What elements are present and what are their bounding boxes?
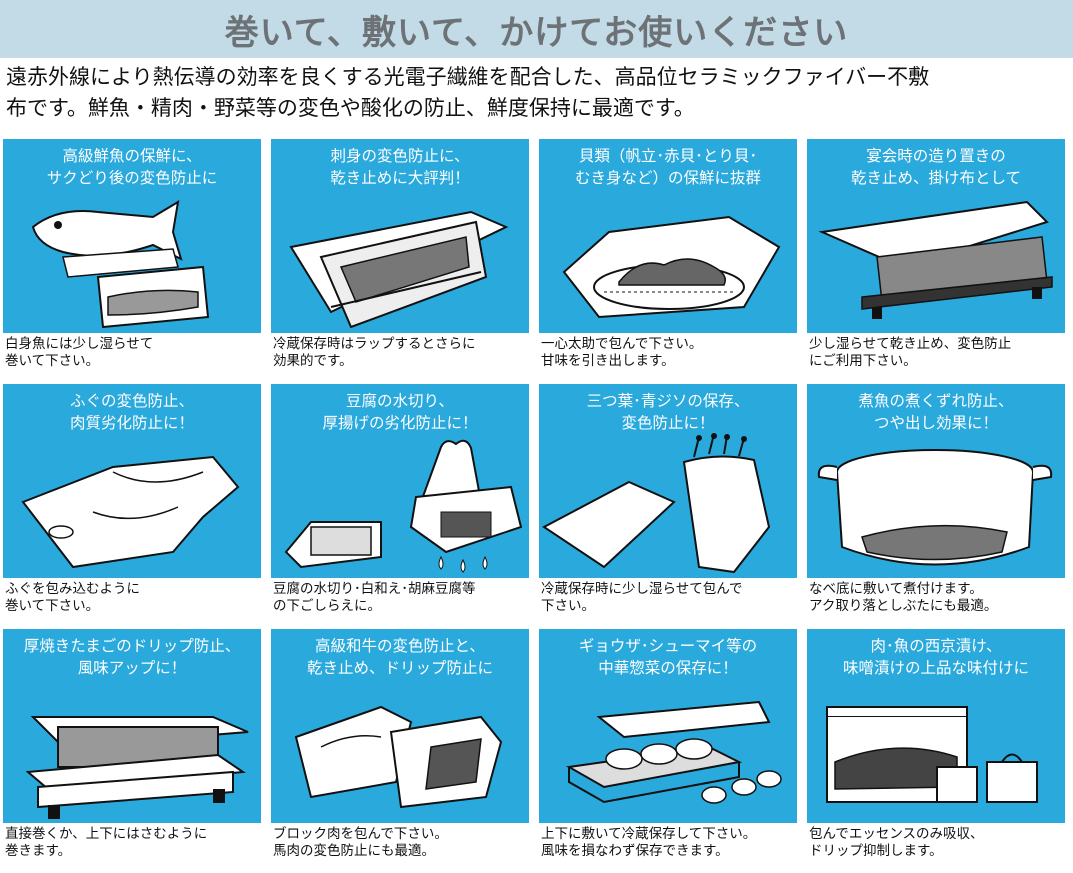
usage-panel: 高級和牛の変色防止と、 乾き止め、ドリップ防止に	[271, 629, 529, 823]
page-header: 巻いて、敷いて、かけてお使いください	[0, 0, 1073, 58]
panel-title: 宴会時の造り置きの 乾き止め、掛け布として	[850, 147, 1022, 187]
panel-title: 刺身の変色防止に、 乾き止めに大評判！	[330, 147, 470, 187]
page-title: 巻いて、敷いて、かけてお使いください	[224, 12, 849, 53]
usage-panel: 厚焼きたまごのドリップ防止、 風味アップに！	[3, 629, 261, 823]
panel-title: 高級鮮魚の保鮮に、 サクどり後の変色防止に	[46, 147, 218, 187]
card-caption: 白身魚には少し湿らせて 巻いて下さい。	[5, 336, 154, 369]
usage-panel: 宴会時の造り置きの 乾き止め、掛け布として	[807, 139, 1065, 333]
panel-title: ふぐの変色防止、 肉質劣化防止に！	[69, 392, 194, 432]
card-caption: 豆腐の水切り･白和え･胡麻豆腐等 の下ごしらえに。	[273, 581, 476, 614]
herbs-wrap-icon	[542, 433, 771, 574]
panel-title: 肉･魚の西京漬け、 味噌漬けの上品な味付けに	[842, 637, 1029, 677]
usage-grid: 高級鮮魚の保鮮に、 サクどり後の変色防止に 白身魚には少し湿らせて 巻いて下さい…	[0, 139, 1073, 873]
card-caption: 直接巻くか、上下にはさむように 巻きます。	[5, 826, 208, 859]
card-caption: 一心太助で包んで下さい。 甘味を引き出します。	[541, 336, 703, 369]
dumplings-icon	[565, 700, 782, 804]
card-caption: なべ底に敷いて煮付けます。 アク取り落としぶたにも最適。	[809, 581, 998, 614]
card-caption: 上下に敷いて冷蔵保存して下さい。 風味を損なわず保存できます。	[541, 826, 757, 859]
intro-line-2: 布です。鮮魚・精肉・野菜等の変色や酸化の防止、鮮度保持に最適です。	[6, 96, 695, 120]
panel-title: 煮魚の煮くずれ防止、 つや出し効果に！	[858, 392, 1014, 432]
fish-wrap-icon	[31, 200, 210, 329]
usage-panel: ふぐの変色防止、 肉質劣化防止に！	[3, 384, 261, 578]
usage-panel: 貝類（帆立･赤貝･とり貝･ むき身など）の保鮮に抜群	[539, 139, 797, 333]
pot-icon	[817, 449, 1053, 566]
usage-panel: 三つ葉･青ジソの保存、 変色防止に！	[539, 384, 797, 578]
usage-panel: 煮魚の煮くずれ防止、 つや出し効果に！	[807, 384, 1065, 578]
sashimi-tray-icon	[289, 210, 509, 329]
card-caption: 冷蔵保存時はラップするとさらに 効果的です。	[273, 336, 476, 369]
shellfish-icon	[562, 215, 781, 319]
card-caption: 少し湿らせて乾き止め、変色防止 にご利用下さい。	[809, 336, 1012, 369]
usage-panel: 肉･魚の西京漬け、 味噌漬けの上品な味付けに	[807, 629, 1065, 823]
omelet-icon	[25, 716, 249, 819]
platter-cover-icon	[818, 200, 1053, 319]
pufferfish-wrap-icon	[21, 455, 240, 569]
miso-pickle-icon	[826, 706, 1038, 803]
panel-title: 三つ葉･青ジソの保存、 変色防止に！	[586, 392, 750, 432]
card-caption: 冷蔵保存時に少し湿らせて包んで 下さい。	[541, 581, 743, 614]
card-caption: ブロック肉を包んで下さい。 馬肉の変色防止にも最適。	[273, 826, 448, 859]
card-caption: ふぐを包み込むように 巻いて下さい。	[5, 581, 140, 614]
panel-title: 高級和牛の変色防止と、 乾き止め、ドリップ防止に	[306, 637, 493, 677]
card-caption: 包んでエッセンスのみ吸収、 ドリップ抑制します。	[809, 826, 984, 859]
panel-title: 厚焼きたまごのドリップ防止、 風味アップに！	[23, 637, 241, 677]
intro-line-1: 遠赤外線により熱伝導の効率を良くする光電子繊維を配合した、高品位セラミックファイ…	[6, 65, 930, 89]
intro-text: 遠赤外線により熱伝導の効率を良くする光電子繊維を配合した、高品位セラミックファイ…	[6, 62, 1068, 124]
beef-block-icon	[294, 705, 503, 809]
usage-panel: 高級鮮魚の保鮮に、 サクどり後の変色防止に	[3, 139, 261, 333]
panel-title: 貝類（帆立･赤貝･とり貝･ むき身など）の保鮮に抜群	[574, 147, 761, 187]
panel-title: 豆腐の水切り、 厚揚げの劣化防止に！	[322, 392, 478, 432]
usage-panel: ギョウザ･シューマイ等の 中華惣菜の保存に！	[539, 629, 797, 823]
panel-title: ギョウザ･シューマイ等の 中華惣菜の保存に！	[578, 637, 758, 677]
usage-panel: 刺身の変色防止に、 乾き止めに大評判！	[271, 139, 529, 333]
tofu-drain-icon	[284, 439, 523, 573]
usage-panel: 豆腐の水切り、 厚揚げの劣化防止に！	[271, 384, 529, 578]
